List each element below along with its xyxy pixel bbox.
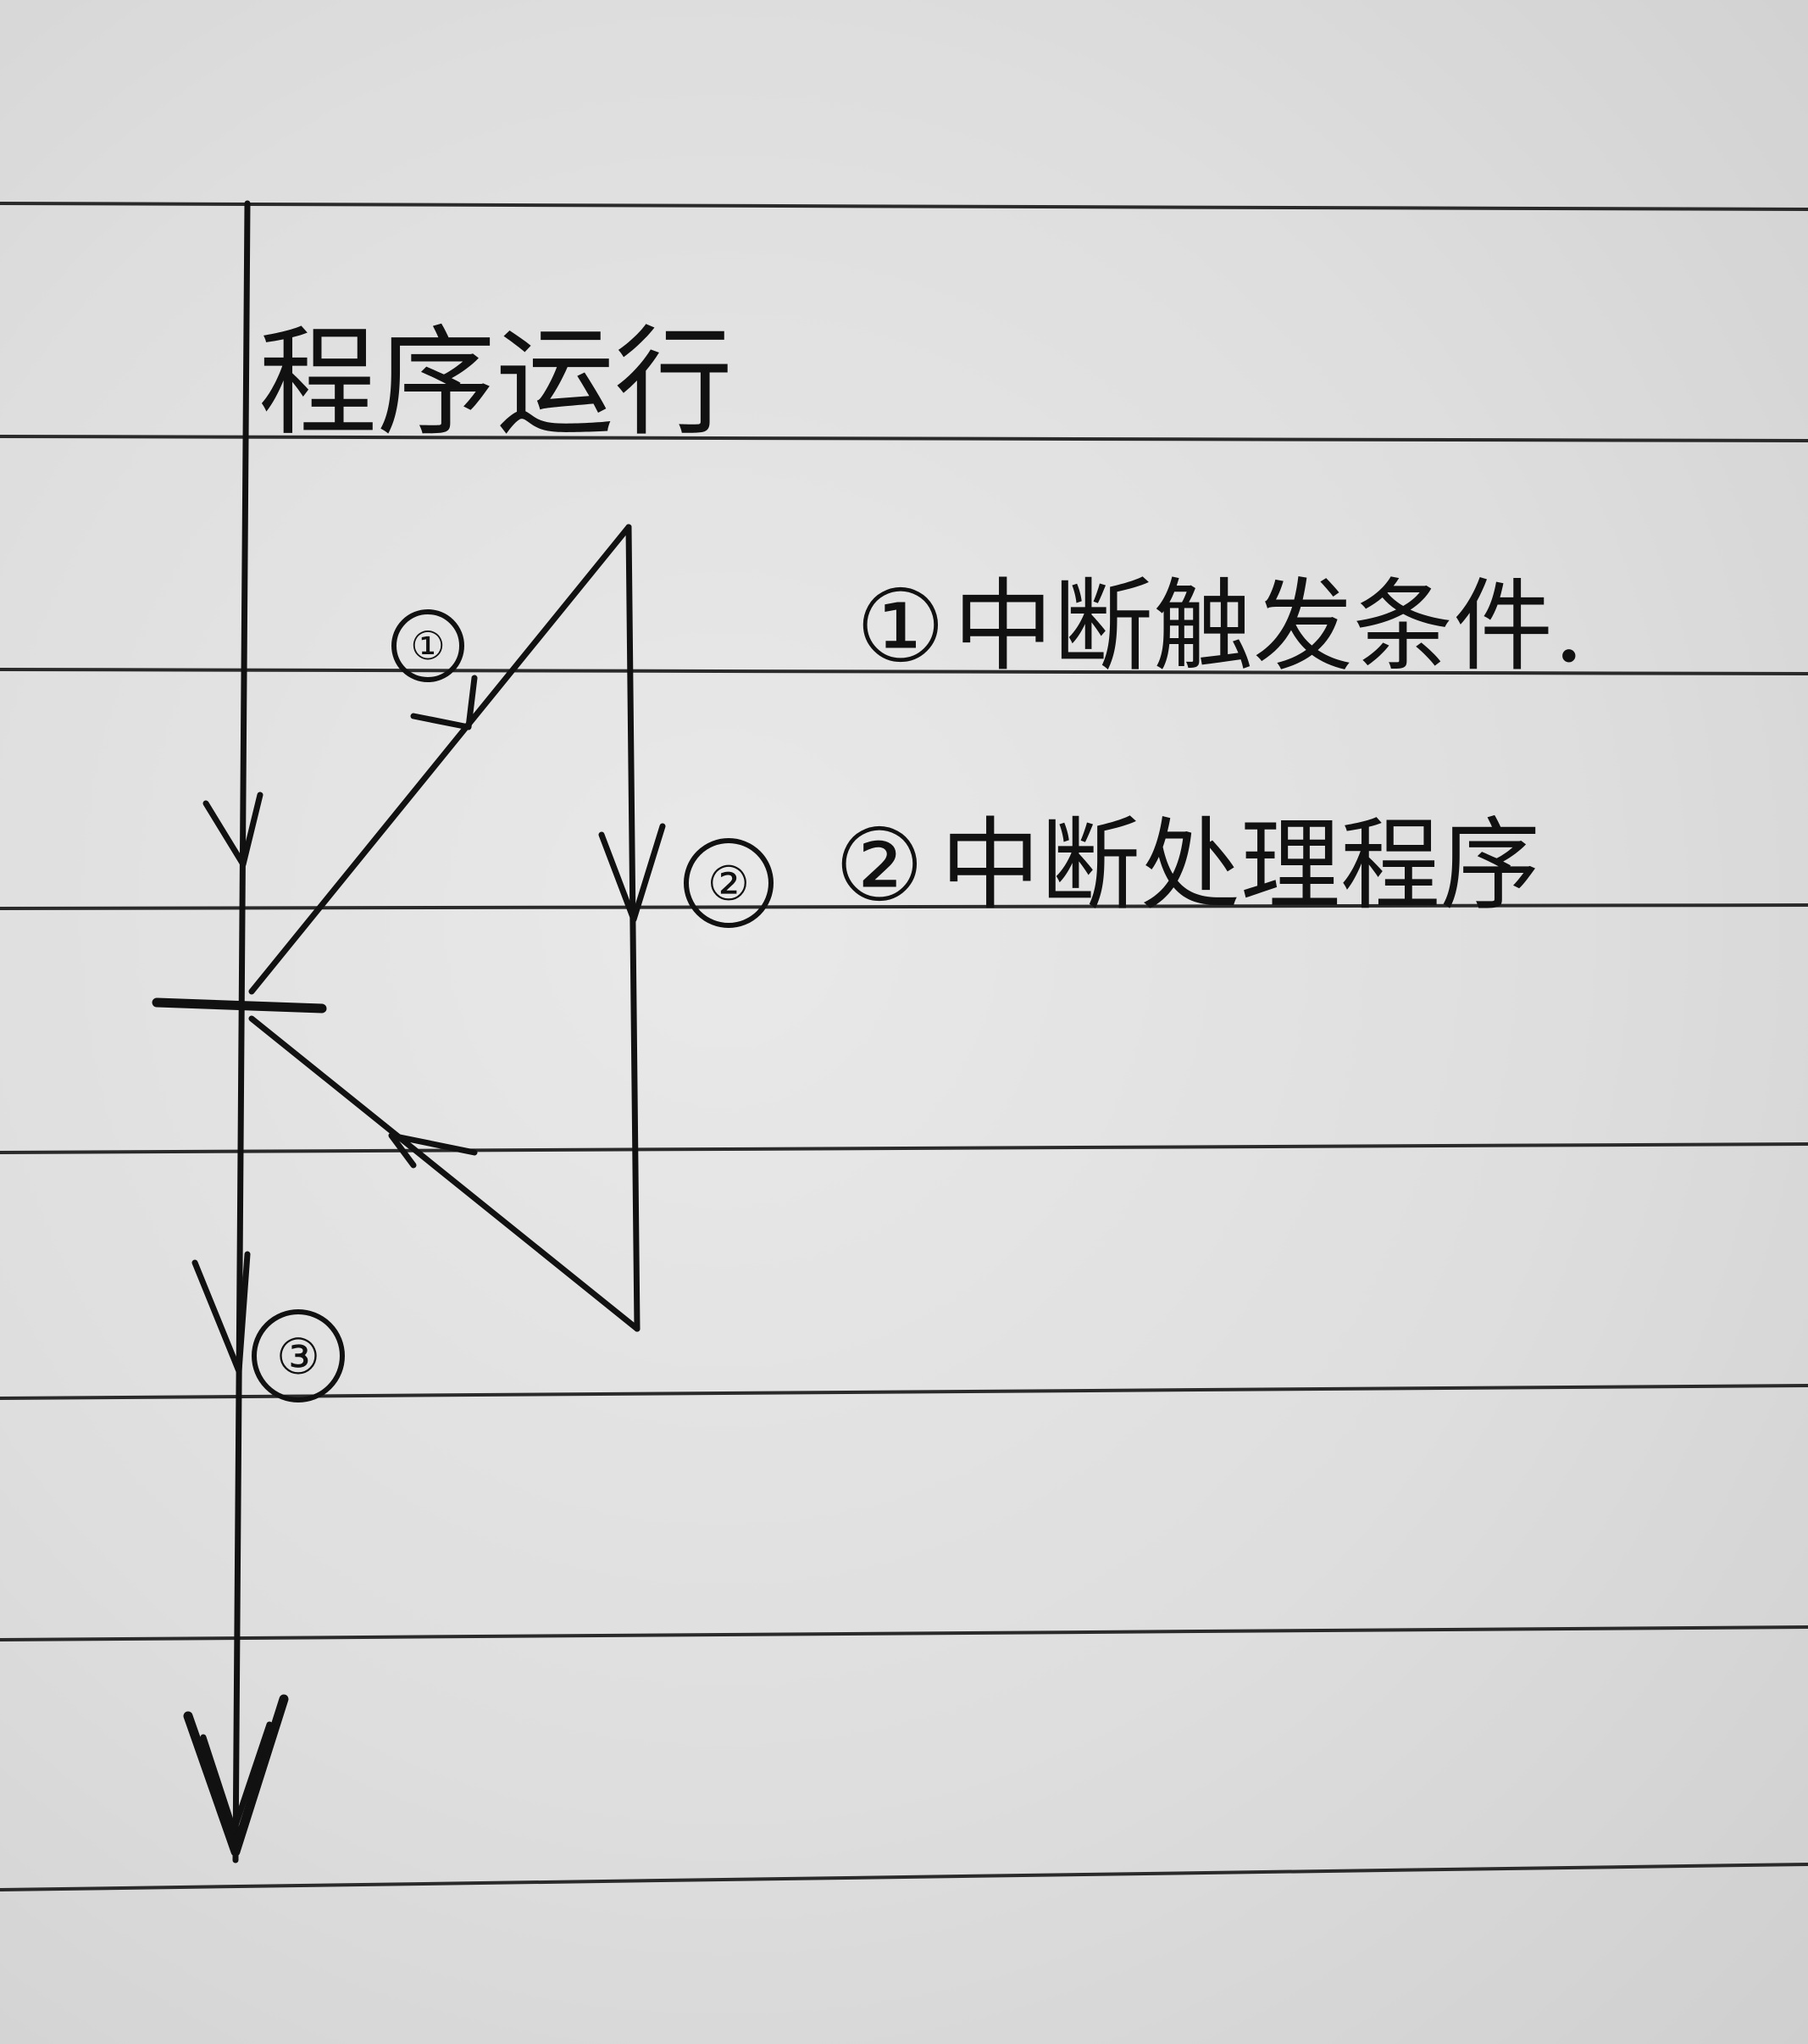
ruled-line: [0, 1625, 1808, 1641]
ruled-line: [0, 668, 1808, 675]
legend-item-2: ②: [835, 807, 924, 924]
interrupt-point-mark: [152, 997, 327, 1014]
marker-3-text: ③: [276, 1328, 320, 1386]
marker-1: ①: [391, 609, 464, 682]
ruled-line: [0, 1863, 1808, 1891]
interrupt-branch-arrows: [248, 524, 666, 1332]
marker-3: ③: [252, 1309, 345, 1402]
diagram-title: 程序运行: [258, 314, 733, 453]
ruled-line: [0, 202, 1808, 211]
main-program-line: [183, 200, 289, 1863]
marker-2: ②: [684, 838, 774, 928]
ruled-line: [0, 1142, 1808, 1154]
marker-2-text: ②: [707, 857, 750, 912]
ruled-line: [0, 1384, 1808, 1400]
ruled-lines: [0, 202, 1808, 1891]
ruled-line: [0, 903, 1808, 910]
legend-item-2-text: 中断处理程序: [940, 807, 1540, 924]
legend-item-1: ①: [856, 568, 946, 685]
ruled-line: [0, 435, 1808, 442]
marker-1-text: ①: [410, 623, 445, 669]
legend-item-1-text: 中断触发条件.: [953, 568, 1585, 685]
